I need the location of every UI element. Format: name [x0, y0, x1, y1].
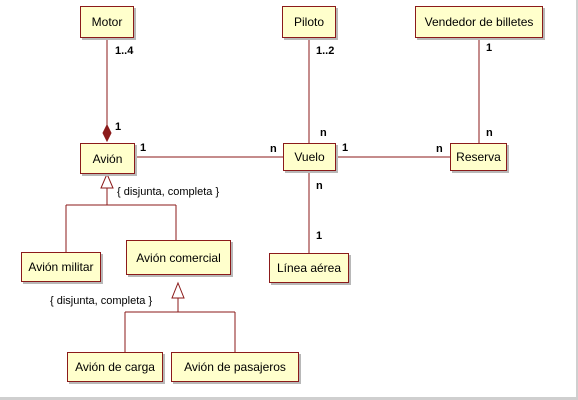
- multiplicity-linea: 1: [316, 230, 323, 242]
- comercial-generalization-triangle-icon: [171, 281, 185, 299]
- multiplicity-avion-motor: 1: [115, 121, 122, 133]
- class-piloto[interactable]: Piloto: [282, 6, 336, 38]
- multiplicity-vuelo-piloto: n: [320, 127, 327, 139]
- constraint-avion-generalization: { disjunta, completa }: [117, 186, 220, 198]
- class-vuelo[interactable]: Vuelo: [283, 143, 336, 171]
- class-motor[interactable]: Motor: [80, 6, 134, 38]
- multiplicity-vuelo-reserva-reserva: n: [436, 143, 443, 155]
- multiplicity-vuelo-linea: n: [316, 180, 323, 192]
- constraint-comercial-generalization: { disjunta, completa }: [50, 295, 153, 307]
- multiplicity-piloto: 1..2: [316, 45, 335, 57]
- multiplicity-avion-vuelo-avion: 1: [140, 142, 147, 154]
- avion-generalization-triangle-icon: [100, 172, 114, 189]
- window-frame-bottom: [0, 397, 578, 400]
- composition-diamond-icon: [102, 123, 112, 143]
- class-vendedor-de-billetes[interactable]: Vendedor de billetes: [415, 6, 543, 38]
- class-reserva[interactable]: Reserva: [450, 143, 507, 171]
- window-frame-right: [576, 0, 578, 400]
- class-avion-militar[interactable]: Avión militar: [21, 252, 101, 282]
- class-avion-comercial[interactable]: Avión comercial: [126, 240, 231, 275]
- multiplicity-reserva-vendedor: n: [486, 127, 493, 139]
- multiplicity-avion-vuelo-vuelo: n: [270, 143, 277, 155]
- class-avion[interactable]: Avión: [80, 143, 135, 174]
- multiplicity-vuelo-reserva-vuelo: 1: [342, 142, 349, 154]
- class-avion-de-pasajeros[interactable]: Avión de pasajeros: [171, 352, 299, 382]
- multiplicity-vendedor: 1: [486, 42, 493, 54]
- multiplicity-motor: 1..4: [115, 45, 134, 57]
- class-linea-aerea[interactable]: Línea aérea: [269, 253, 349, 283]
- class-avion-de-carga[interactable]: Avión de carga: [67, 352, 163, 382]
